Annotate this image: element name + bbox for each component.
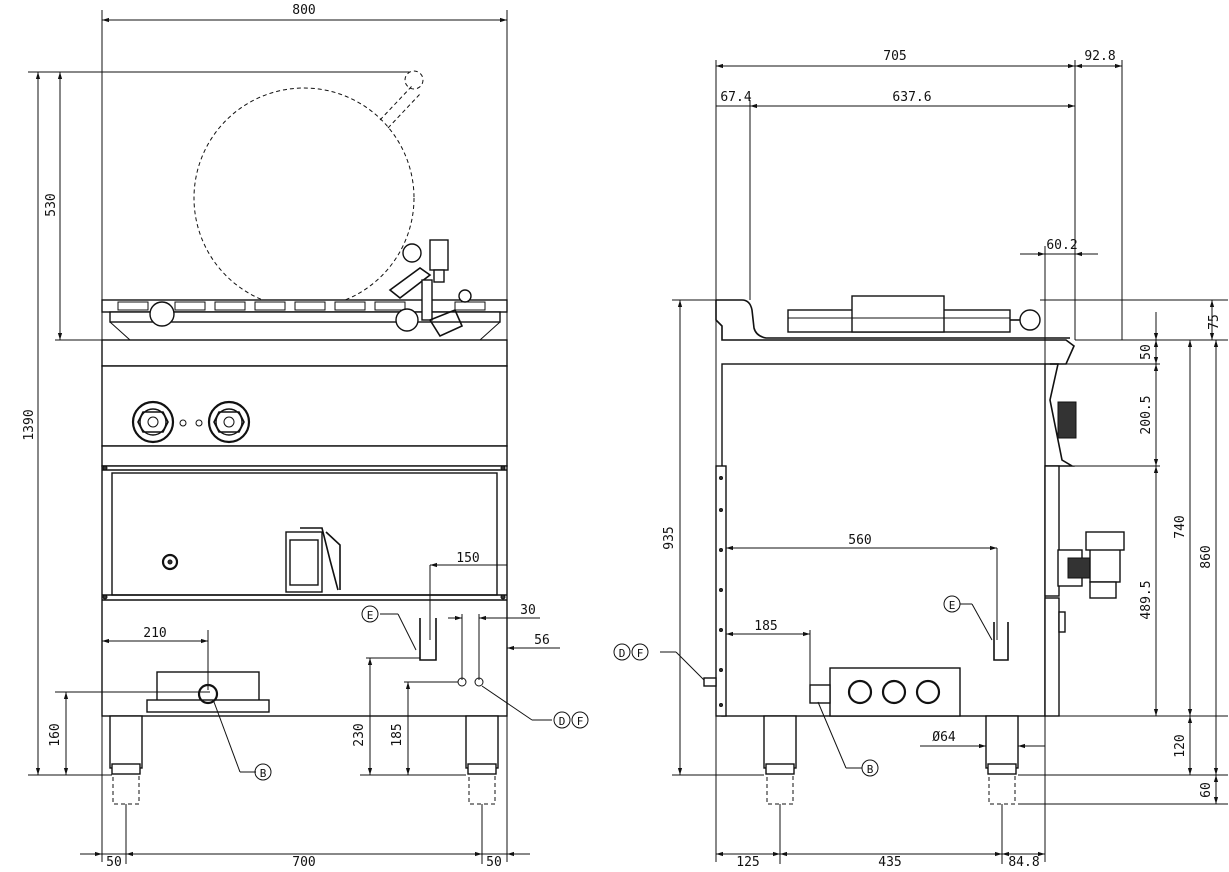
dim-side-right-75: 75 — [1207, 314, 1222, 330]
marker-side-b: B — [867, 763, 874, 776]
marker-front-d: D — [559, 715, 566, 728]
dim-side-height-935: 935 — [662, 526, 677, 549]
dim-side-right-120: 120 — [1173, 734, 1188, 757]
dim-side-right-489-5: 489.5 — [1139, 580, 1154, 619]
drain-port-icon — [847, 679, 941, 705]
marker-side-d: D — [619, 647, 626, 660]
dim-leg-right: 50 — [486, 855, 502, 870]
side-view: 705 92.8 637.6 67.4 60.2 — [613, 49, 1228, 870]
marker-side-e: E — [949, 599, 956, 612]
dim-side-width-560: 560 — [848, 533, 871, 548]
dim-gap-56: 56 — [534, 633, 550, 648]
marker-front-b: B — [260, 767, 267, 780]
dim-height-230: 230 — [352, 723, 367, 746]
knob-right-icon — [207, 400, 251, 444]
dim-drain-height: 160 — [48, 723, 63, 746]
dim-side-rear-offset: 67.4 — [720, 90, 751, 105]
dim-side-bottom-125: 125 — [736, 855, 759, 870]
lid-outline — [193, 87, 415, 309]
marker-front-e: E — [367, 609, 374, 622]
dim-side-diameter: Ø64 — [932, 730, 956, 745]
dim-side-depth: 705 — [883, 49, 906, 64]
dim-side-width-185: 185 — [754, 619, 777, 634]
dim-side-right-60: 60 — [1199, 782, 1214, 798]
dim-gap-30: 30 — [520, 603, 536, 618]
dim-side-right-50: 50 — [1139, 344, 1154, 360]
marker-side-f: F — [637, 647, 644, 660]
front-view: 800 1390 530 — [22, 3, 589, 870]
dim-leg-span: 700 — [292, 855, 315, 870]
dim-side-top-width: 637.6 — [892, 90, 931, 105]
knob-left-icon — [131, 400, 175, 444]
dim-lid-height: 530 — [44, 193, 59, 216]
dim-side-overhang: 92.8 — [1084, 49, 1115, 64]
dim-side-right-860: 860 — [1199, 545, 1214, 568]
dim-water-offset: 150 — [456, 551, 479, 566]
dim-drain-offset: 210 — [143, 626, 166, 641]
marker-front-f: F — [577, 715, 584, 728]
dim-leg-left: 50 — [106, 855, 122, 870]
dim-side-bottom-84-8: 84.8 — [1008, 855, 1039, 870]
dim-side-right-200-5: 200.5 — [1139, 395, 1154, 434]
dim-side-right-740: 740 — [1173, 515, 1188, 538]
dim-front-height: 1390 — [22, 409, 37, 440]
dim-height-185: 185 — [390, 723, 405, 746]
dim-side-front-offset: 60.2 — [1046, 238, 1077, 253]
dim-side-bottom-435: 435 — [878, 855, 901, 870]
dim-front-width: 800 — [292, 3, 315, 18]
